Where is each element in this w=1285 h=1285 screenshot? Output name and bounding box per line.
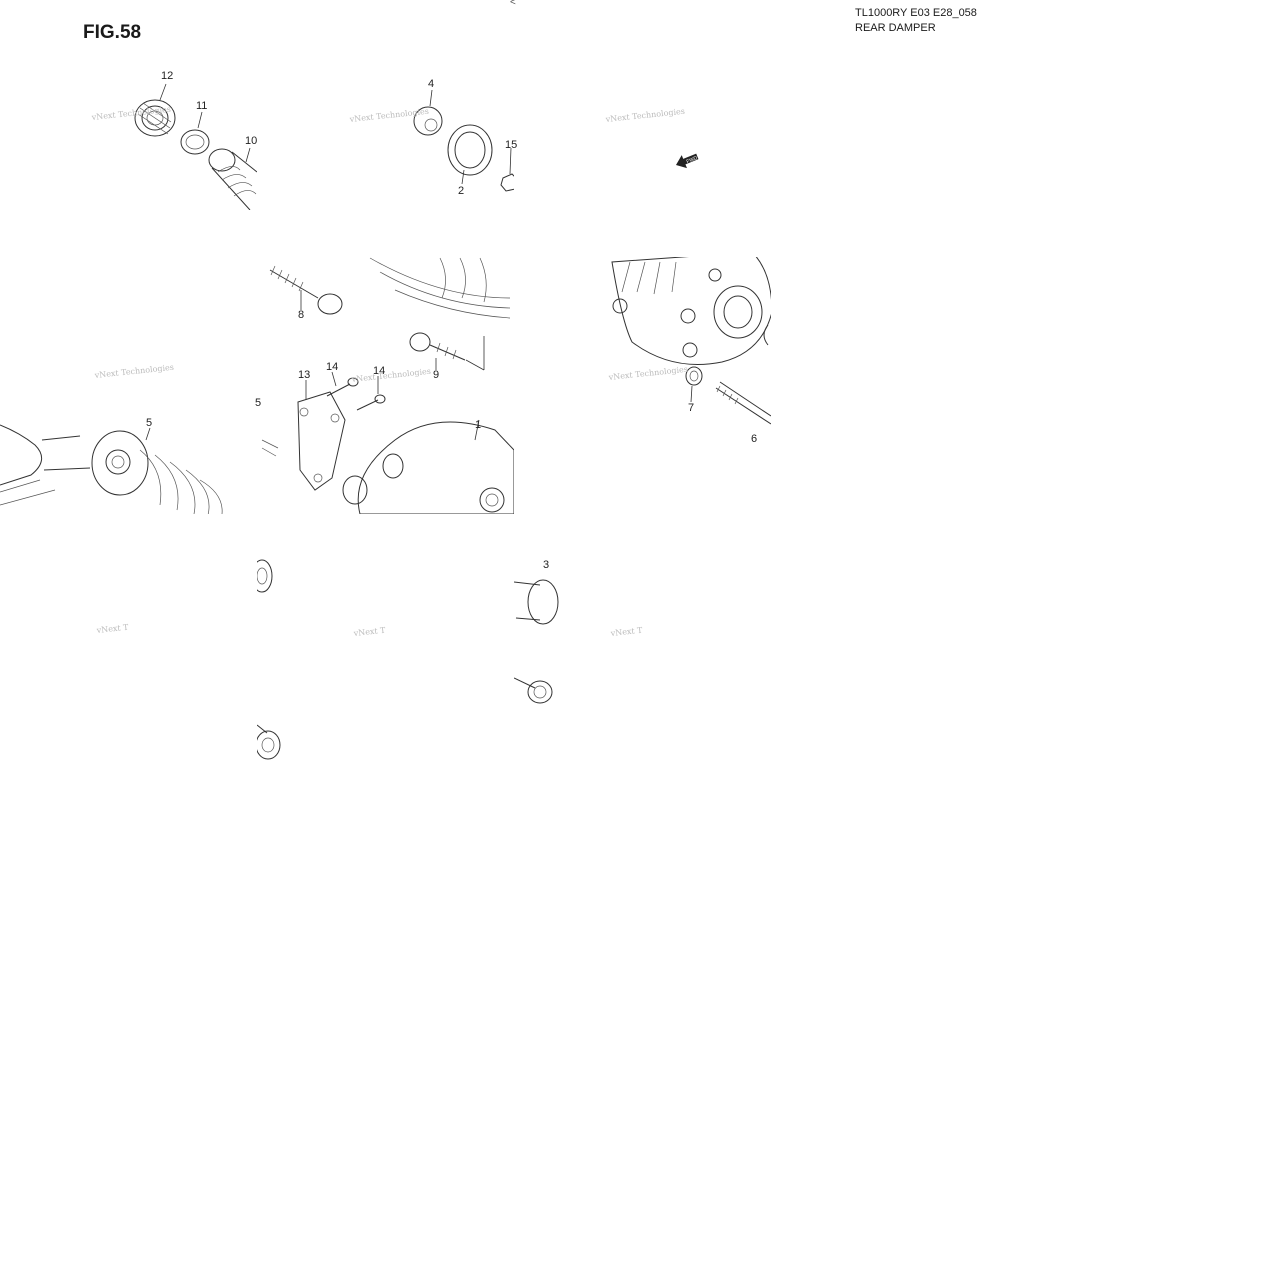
- watermark: vNext Technologies: [350, 367, 431, 384]
- callout-7: 7: [688, 402, 694, 414]
- callout-8: 8: [298, 309, 304, 321]
- callout-9: 9: [433, 369, 439, 381]
- watermark: vNext Technologies: [604, 107, 685, 124]
- watermark: vNext T: [352, 626, 386, 638]
- callout-labels: 12 11 10 4 15 2 8 9 14 14 13 5 5 1 7 6 3: [146, 70, 757, 571]
- callout-2: 2: [458, 185, 464, 197]
- callout-3: 3: [543, 559, 549, 571]
- callout-15: 15: [505, 139, 517, 151]
- damper-housing-group: [611, 257, 771, 425]
- damper-mount-group: [261, 257, 514, 514]
- watermark: vNext Technologies: [348, 107, 429, 124]
- callout-13: 13: [298, 369, 310, 381]
- watermarks: vNext Technologies vNext Technologies vN…: [90, 105, 688, 638]
- section-title: REAR DAMPER: [855, 22, 936, 34]
- callout-5-left: 5: [255, 397, 261, 409]
- cap-and-bolt-fragments: [514, 579, 559, 704]
- callout-10: 10: [245, 135, 257, 147]
- svg-text:FWD: FWD: [686, 155, 699, 165]
- callout-1: 1: [475, 419, 481, 431]
- watermark: vNext Technologies: [607, 365, 688, 382]
- callout-6: 6: [751, 433, 757, 445]
- spring-adjuster-group: [134, 99, 257, 210]
- front-direction-arrow-icon: FWD: [676, 153, 699, 169]
- lower-bolt-fragments: [257, 559, 281, 760]
- callout-4: 4: [428, 78, 434, 90]
- callout-12: 12: [161, 70, 173, 82]
- callout-11: 11: [196, 100, 207, 112]
- figure-number: FIG.58: [83, 22, 142, 43]
- model-code: TL1000RY E03 E28_058: [855, 7, 977, 19]
- callout-14-lower: 14: [373, 365, 385, 377]
- callout-14-upper: 14: [326, 361, 338, 373]
- rear-damper-lower-group: [0, 424, 223, 514]
- leader-lines: [145, 83, 693, 441]
- watermark: vNext T: [95, 623, 129, 635]
- seal-cap-group: [413, 106, 514, 192]
- callout-5: 5: [146, 417, 152, 429]
- watermark: vNext Technologies: [93, 363, 174, 380]
- watermark: vNext Technologies: [90, 105, 171, 122]
- caret-mark: <: [510, 0, 516, 8]
- watermark: vNext T: [609, 626, 643, 638]
